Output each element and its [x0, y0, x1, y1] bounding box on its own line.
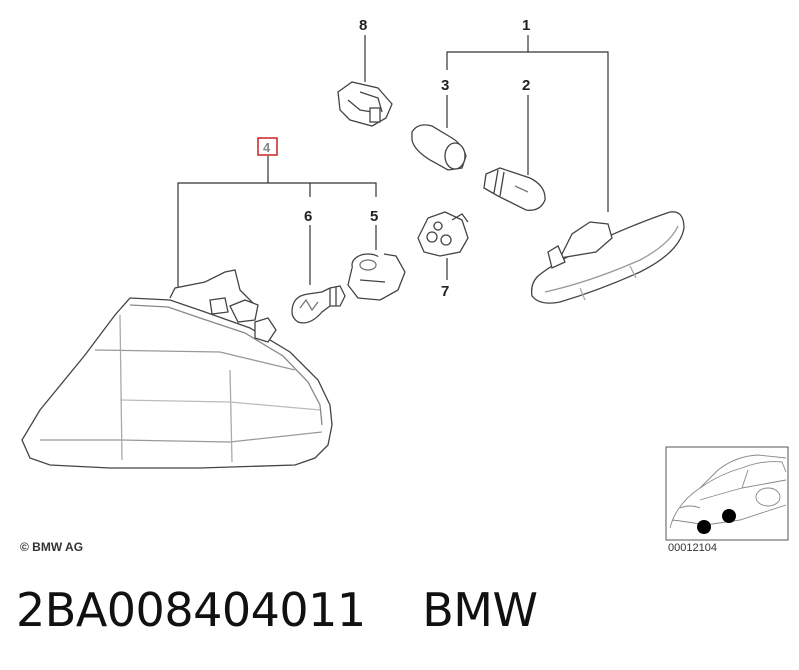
corner-indicator-lamp	[21, 269, 333, 469]
part-number: 2BA008404011	[16, 583, 366, 637]
brand-label: BMW	[422, 583, 538, 637]
callout-8: 8	[359, 17, 367, 34]
repeater-bulb	[483, 167, 546, 211]
indicator-bulb	[291, 285, 346, 324]
copyright-notice: © BMW AG	[20, 540, 84, 554]
leader-lines	[177, 35, 609, 288]
callout-2: 2	[522, 77, 530, 94]
callout-1: 1	[522, 17, 530, 34]
location-marker-dot	[697, 520, 711, 534]
callout-labels: 8 1 3 2 4 6 5 7	[257, 17, 530, 300]
callout-3: 3	[441, 77, 449, 94]
callout-7: 7	[441, 283, 449, 300]
location-marker-dot	[722, 509, 736, 523]
wire-connector	[337, 81, 393, 127]
location-thumbnail	[665, 446, 789, 541]
side-repeater-lamp	[530, 211, 685, 304]
side-repeater-socket	[417, 211, 469, 257]
callout-4-highlight-box	[257, 137, 278, 156]
callout-5: 5	[370, 208, 378, 225]
diagram-reference-code: 00012104	[668, 542, 717, 554]
repeater-bulb-socket	[411, 124, 467, 171]
callout-4: 4	[263, 140, 271, 155]
caption: 2BA008404011 BMW	[16, 583, 538, 637]
bulb-socket	[347, 253, 406, 301]
callout-6: 6	[304, 208, 312, 225]
